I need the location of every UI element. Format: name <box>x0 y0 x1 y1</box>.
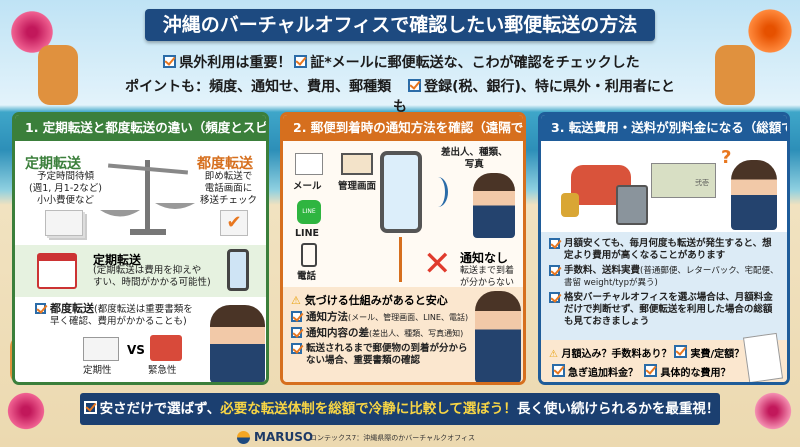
calculator-icon <box>616 185 648 225</box>
line-app-icon: LINE <box>297 200 321 224</box>
panel-regular-vs-ondemand: 1. 定期転送と都度転送の違い（頻度とスピード） 定期転送 予定時間待傾(週1,… <box>12 112 269 385</box>
subtitle-line-2: ポイントも：頻度、通知せ、費用、郵種類 登録(税、銀行)、特に県外・利用者にとも <box>120 76 680 116</box>
hibiscus-flower-icon <box>5 390 47 432</box>
ondemand-forwarding-desc: 即め転送で電話画面に移送チェック <box>200 171 258 206</box>
smartphone-notification-icon <box>380 151 422 233</box>
panel-header: 3. 転送費用・送料が別料金になる（総額で比較） <box>541 115 787 141</box>
cost-questions: ⚠ 月額込み？手数料あり？ 実費/定額？ 急ぎ追加料金？ 具体的な費用？ <box>541 332 787 382</box>
businesswoman-waving-icon <box>473 173 515 238</box>
warning-icon: ⚠ <box>291 294 301 307</box>
subtitle-text: 証*メールに郵便転送な、こわが確認をチェックした <box>310 55 640 71</box>
regular-forwarding-title: 定期転送 <box>25 156 81 172</box>
regular-forwarding-subtitle: 定期転送 <box>93 253 142 267</box>
page-title: 沖縄のバーチャルオフィスで確認したい郵便転送の方法 <box>145 9 655 41</box>
checkbox-icon <box>644 364 658 377</box>
list-item: 格安バーチャルオフィスを選ぶ場合は、月額料金だけで判断せず、郵便転送を利用した場… <box>549 292 779 328</box>
panel-header: 2. 郵便到着時の通知方法を確認（遠隔でも把握） <box>283 115 523 141</box>
hibiscus-flower-icon <box>745 6 795 56</box>
no-notification-title: 通知なし <box>460 251 509 265</box>
checkbox-icon <box>291 327 302 338</box>
checkbox-icon <box>294 55 308 68</box>
checkbox-icon <box>408 79 422 92</box>
mail-stack-icon <box>45 210 83 236</box>
question-mark-icon: ? <box>721 147 732 168</box>
safe-mechanism-list: 通知方法(メール、管理画面、LINE、電話) 通知内容の差(差出人、種類、写真通… <box>291 311 476 370</box>
balance-scale-icon <box>100 160 195 235</box>
envelope-icon <box>83 337 119 361</box>
ondemand-forwarding-title: 都度転送 <box>197 156 253 172</box>
vs-left-label: 定期性 <box>83 365 112 376</box>
cost-notes: 月額安くても、毎月何度も転送が発生すると、想定より費用が高くなることがあります … <box>541 232 787 340</box>
checkbox-icon <box>674 345 688 358</box>
subtitle-text: 登録(税、銀行)、特に県外・利用者にとも <box>393 79 675 115</box>
checklist-icon <box>742 332 784 382</box>
channel-mail-label: メール <box>293 181 322 192</box>
bottom-banner: 安さだけで選ばず、必要な転送体制を総額で冷静に比較して選ぼう！長く使い続けられる… <box>80 393 720 425</box>
checkbox-icon <box>549 292 560 303</box>
list-item: 転送されるまで郵便物の到着が分からない場合、重要書類の確認 <box>291 343 476 367</box>
safe-mechanism-box: ⚠ 気づける仕組みがあると安心 通知方法(メール、管理画面、LINE、電話) 通… <box>283 287 523 382</box>
panel-forwarding-costs: 3. 転送費用・送料が別料金になる（総額で比較） 弐壱 ? 月額安くても、毎月何… <box>538 112 790 385</box>
safe-mechanism-title: ⚠ 気づける仕組みがあると安心 <box>291 294 448 307</box>
checkbox-icon <box>291 311 302 322</box>
panel-header: 1. 定期転送と都度転送の違い（頻度とスピード） <box>15 115 266 141</box>
regular-forwarding-section: 定期転送 (定期転送は費用を抑えやすい、時間がかかる可能性) <box>15 245 266 297</box>
channel-phone-label: 電話 <box>297 271 317 282</box>
checkbox-icon <box>291 343 302 354</box>
subtitle-text: ポイントも：頻度、通知せ、費用、郵種類 <box>125 79 392 95</box>
shisa-statue-icon <box>715 45 755 105</box>
sun-wave-logo-icon <box>237 430 250 444</box>
list-item: 通知方法(メール、管理画面、LINE、電話) <box>291 311 476 324</box>
panel-notification-methods: 2. 郵便到着時の通知方法を確認（遠隔でも把握） メール 管理画面 LINE L… <box>280 112 526 385</box>
subtitle-text: 県外利用は重要！ <box>179 55 292 71</box>
checkbox-icon <box>549 265 560 276</box>
notification-info-label: 差出人、種類、写真 <box>441 147 508 170</box>
channel-line-label: LINE <box>295 228 320 239</box>
checkbox-icon <box>552 364 565 377</box>
ondemand-note: 都度転送(都度転送は重要書類を早く確認、費用がかかることも) <box>35 303 210 328</box>
maruso-logo: MARUSO <box>237 430 313 444</box>
calendar-icon <box>37 253 77 289</box>
question-4: 具体的な費用？ <box>660 368 731 379</box>
businesswoman-thinking-icon <box>731 160 777 230</box>
signal-waves-icon <box>428 177 448 207</box>
logo-text: MARUSO <box>254 430 314 444</box>
vs-right-label: 緊急性 <box>148 365 177 376</box>
businesswoman-laptop-icon <box>210 305 265 382</box>
footer-credit: コンテックス7：沖縄県際のかバーチャルクオフィス <box>310 434 476 442</box>
smartphone-mail-icon <box>227 249 249 291</box>
regular-forwarding-note: (定期転送は費用を抑えやすい、時間がかかる可能性) <box>93 265 211 288</box>
list-item: 手数料、送料実費(普通郵便、レターパック、宅配便、 書留 weight/typが… <box>549 265 783 289</box>
channel-admin-label: 管理画面 <box>338 181 377 192</box>
list-item: 月額安くても、毎月何度も転送が発生すると、想定より費用が高くなることがあります <box>549 238 779 262</box>
regular-forwarding-desc: 予定時間待傾(週1, 月1-2など)小小費便など <box>29 171 103 206</box>
hibiscus-flower-icon <box>752 390 794 432</box>
question-3: 急ぎ追加料金？ <box>568 368 638 379</box>
shisa-statue-icon <box>38 45 78 105</box>
businesswoman-thinking-icon <box>475 291 521 382</box>
urgent-envelope-icon <box>150 335 182 361</box>
red-x-icon: ✕ <box>423 244 452 284</box>
question-2: 実費/定額？ <box>690 349 745 360</box>
checkbox-icon <box>35 303 46 314</box>
coins-icon <box>561 193 579 217</box>
checkbox-icon <box>163 55 177 68</box>
banknotes-icon: 弐壱 <box>651 163 716 198</box>
mail-icon <box>295 153 323 175</box>
no-notification-desc: 転送まで到着が分からない <box>460 266 515 288</box>
subtitle-line-1: 県外利用は重要！ 証*メールに郵便転送な、こわが確認をチェックした <box>120 52 680 72</box>
question-1: 月額込み？手数料あり？ <box>561 349 672 360</box>
admin-screen-icon <box>341 153 373 175</box>
checkbox-icon <box>549 238 560 249</box>
warning-icon: ⚠ <box>549 349 558 360</box>
phone-icon <box>301 243 317 267</box>
down-arrow-icon <box>399 237 402 282</box>
vs-label: VS <box>127 343 145 357</box>
list-item: 通知内容の差(差出人、種類、写真通知) <box>291 327 476 340</box>
checked-document-icon: ✔ <box>220 210 248 236</box>
checkbox-icon <box>83 401 97 414</box>
